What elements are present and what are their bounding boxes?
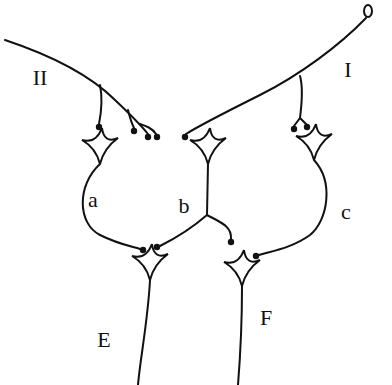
nerve-fiber: [5, 40, 148, 134]
axon: [138, 280, 150, 385]
fiber-branch: [99, 85, 102, 124]
part-label: c: [341, 201, 351, 223]
terminal-knobs: [96, 124, 310, 259]
fiber-branch: [128, 110, 134, 128]
part-label: a: [88, 189, 98, 211]
part-label: E: [97, 329, 110, 351]
nerve-cell: [224, 250, 260, 286]
fiber-branch: [140, 124, 156, 134]
part-label: F: [260, 307, 272, 329]
fiber-loop: [364, 5, 372, 17]
part-label: II: [33, 67, 48, 89]
nerve-cell: [190, 128, 226, 164]
part-label: b: [179, 195, 190, 217]
axon: [259, 160, 326, 255]
nerve-cell: [132, 244, 168, 280]
nerve-cell: [296, 124, 332, 160]
part-label: I: [344, 59, 351, 81]
fiber-branch: [294, 76, 306, 126]
nerve-fiber: [186, 18, 366, 134]
axon: [83, 164, 140, 249]
axon: [160, 164, 231, 246]
axon: [238, 286, 242, 385]
nerve-cell: [82, 128, 118, 164]
